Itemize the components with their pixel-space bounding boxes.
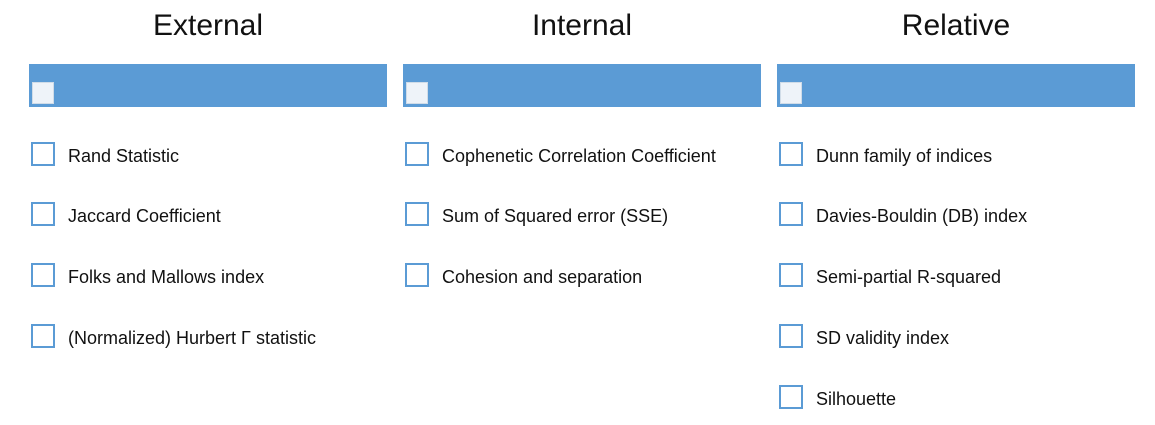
list-item: Dunn family of indices xyxy=(777,134,1135,178)
checkbox-icon xyxy=(779,142,803,166)
checkbox-icon xyxy=(779,324,803,348)
checkbox-icon xyxy=(31,324,55,348)
checkbox-icon xyxy=(779,202,803,226)
list-item-label: Semi-partial R-squared xyxy=(816,266,1002,287)
list-item: Semi-partial R-squared xyxy=(777,255,1135,299)
list-item-label: (Normalized) Hurbert Γ statistic xyxy=(68,327,316,348)
list-item-label: Jaccard Coefficient xyxy=(68,205,221,226)
list-item-label: Davies-Bouldin (DB) index xyxy=(816,205,1028,226)
header-bar xyxy=(29,64,387,107)
list-item: Jaccard Coefficient xyxy=(29,194,387,238)
list-item-label: Cohesion and separation xyxy=(442,266,643,287)
checkbox-icon xyxy=(405,263,429,287)
list-item: Cohesion and separation xyxy=(403,255,761,299)
list-item-label: Silhouette xyxy=(816,388,897,409)
list-item-label: Sum of Squared error (SSE) xyxy=(442,205,669,226)
list-item: Cophenetic Correlation Coefficient xyxy=(403,134,761,178)
list-item-label: Dunn family of indices xyxy=(816,145,993,166)
column-internal: Internal Cophenetic Correlation Coeffici… xyxy=(403,0,761,425)
checkbox-icon xyxy=(779,385,803,409)
list-item: Sum of Squared error (SSE) xyxy=(403,194,761,238)
header-bar xyxy=(403,64,761,107)
column-title: Internal xyxy=(531,9,633,42)
list-item-label: Cophenetic Correlation Coefficient xyxy=(442,145,716,166)
checkbox-icon xyxy=(779,263,803,287)
list-item: (Normalized) Hurbert Γ statistic xyxy=(29,316,387,360)
column-external: External Rand Statistic Jaccard Coeffici… xyxy=(29,0,387,425)
column-title: Relative xyxy=(901,9,1011,42)
column-relative: Relative Dunn family of indices Davies-B… xyxy=(777,0,1135,425)
header-bar xyxy=(777,64,1135,107)
checkbox-icon xyxy=(32,82,54,104)
checkbox-icon xyxy=(406,82,428,104)
list-item-label: SD validity index xyxy=(816,327,950,348)
checkbox-icon xyxy=(31,202,55,226)
list-item: Silhouette xyxy=(777,377,1135,421)
list-item: SD validity index xyxy=(777,316,1135,360)
checkbox-icon xyxy=(405,142,429,166)
list-item: Folks and Mallows index xyxy=(29,255,387,299)
list-item: Davies-Bouldin (DB) index xyxy=(777,194,1135,238)
list-item: Rand Statistic xyxy=(29,134,387,178)
checkbox-icon xyxy=(780,82,802,104)
checkbox-icon xyxy=(405,202,429,226)
column-title: External xyxy=(152,9,264,42)
list-item-label: Rand Statistic xyxy=(68,145,180,166)
checkbox-icon xyxy=(31,142,55,166)
list-item-label: Folks and Mallows index xyxy=(68,266,265,287)
checkbox-icon xyxy=(31,263,55,287)
